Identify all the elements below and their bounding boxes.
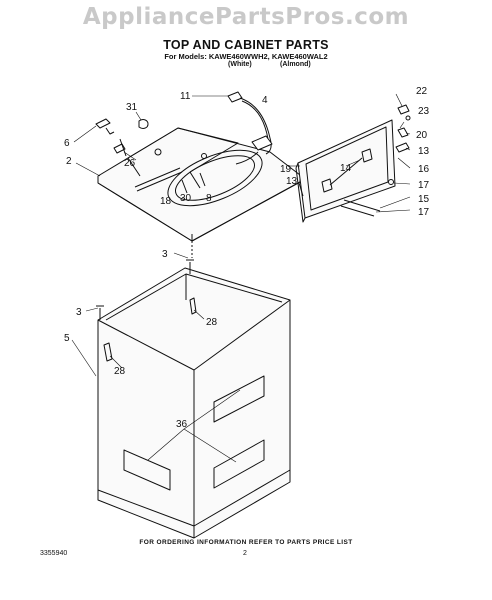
callout-8: 8 (206, 193, 212, 204)
callout-13-left: 13 (286, 176, 298, 187)
callout-28-upper: 28 (206, 317, 218, 328)
callout-16: 16 (418, 164, 430, 175)
top-panel (97, 127, 301, 242)
document-number: 3355940 (40, 550, 68, 557)
callout-17-upper: 17 (418, 180, 430, 191)
hinge-part (95, 118, 111, 129)
callout-36: 36 (176, 419, 188, 430)
callout-11: 11 (180, 91, 191, 102)
callout-3-upper: 3 (162, 249, 168, 260)
callout-20: 20 (416, 130, 428, 141)
callout-6: 6 (64, 138, 70, 149)
callout-numbers: 31 6 26 2 30 8 18 11 4 22 23 20 13 16 19… (64, 86, 430, 430)
callout-26: 26 (124, 158, 136, 169)
callout-2: 2 (66, 156, 72, 167)
ordering-footer: FOR ORDERING INFORMATION REFER TO PARTS … (139, 539, 353, 546)
bumper-part (138, 119, 149, 129)
model-numbers: For Models: KAWE460WWH2, KAWE460WAL2 (164, 52, 328, 61)
callout-28-lower: 28 (114, 366, 126, 377)
callout-13-right: 13 (418, 146, 430, 157)
callout-23: 23 (418, 106, 430, 117)
diagram-title: TOP AND CABINET PARTS (163, 38, 329, 52)
page-number: 2 (243, 550, 247, 557)
callout-5: 5 (64, 333, 70, 344)
callout-30: 30 (180, 193, 192, 204)
callout-3-lower: 3 (76, 307, 82, 318)
wire-harness (227, 91, 273, 165)
color-white: (White) (228, 61, 252, 68)
callout-22: 22 (416, 86, 428, 97)
callout-14: 14 (340, 163, 352, 174)
callout-15: 15 (418, 194, 430, 205)
color-almond: (Almond) (280, 61, 311, 68)
callout-31: 31 (126, 102, 138, 113)
watermark: AppliancePartsPros.com (82, 4, 410, 30)
callout-4: 4 (262, 95, 268, 106)
callout-19: 19 (280, 164, 292, 175)
callout-17-lower: 17 (418, 207, 430, 218)
cabinet (97, 267, 291, 539)
callout-18: 18 (160, 196, 172, 207)
